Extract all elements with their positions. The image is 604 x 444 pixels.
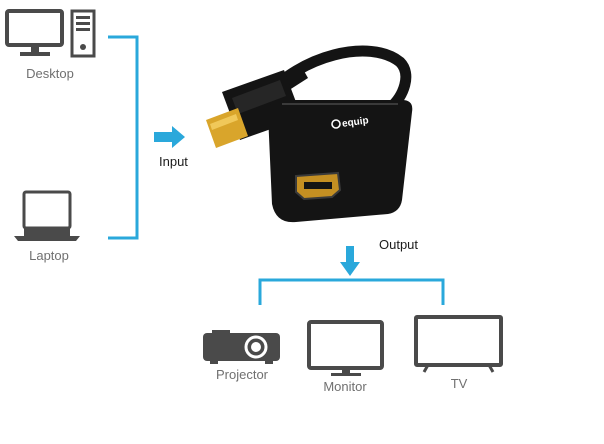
tv-icon [414,315,503,373]
monitor-icon [307,320,384,376]
output-arrow-icon [340,246,360,276]
input-label: Input [159,154,188,169]
tv-label: TV [450,376,468,391]
projector-icon [203,330,280,364]
input-bracket [108,35,139,240]
desktop-label: Desktop [26,66,74,81]
laptop-label: Laptop [29,248,69,263]
output-label: Output [379,237,419,252]
projector-label: Projector [215,367,269,382]
displayport-to-hdmi-adapter-icon [206,45,413,223]
laptop-icon [14,190,80,241]
desktop-icon [5,9,96,58]
input-arrow-icon [154,126,185,148]
output-bracket [258,278,445,305]
monitor-label: Monitor [323,379,367,394]
